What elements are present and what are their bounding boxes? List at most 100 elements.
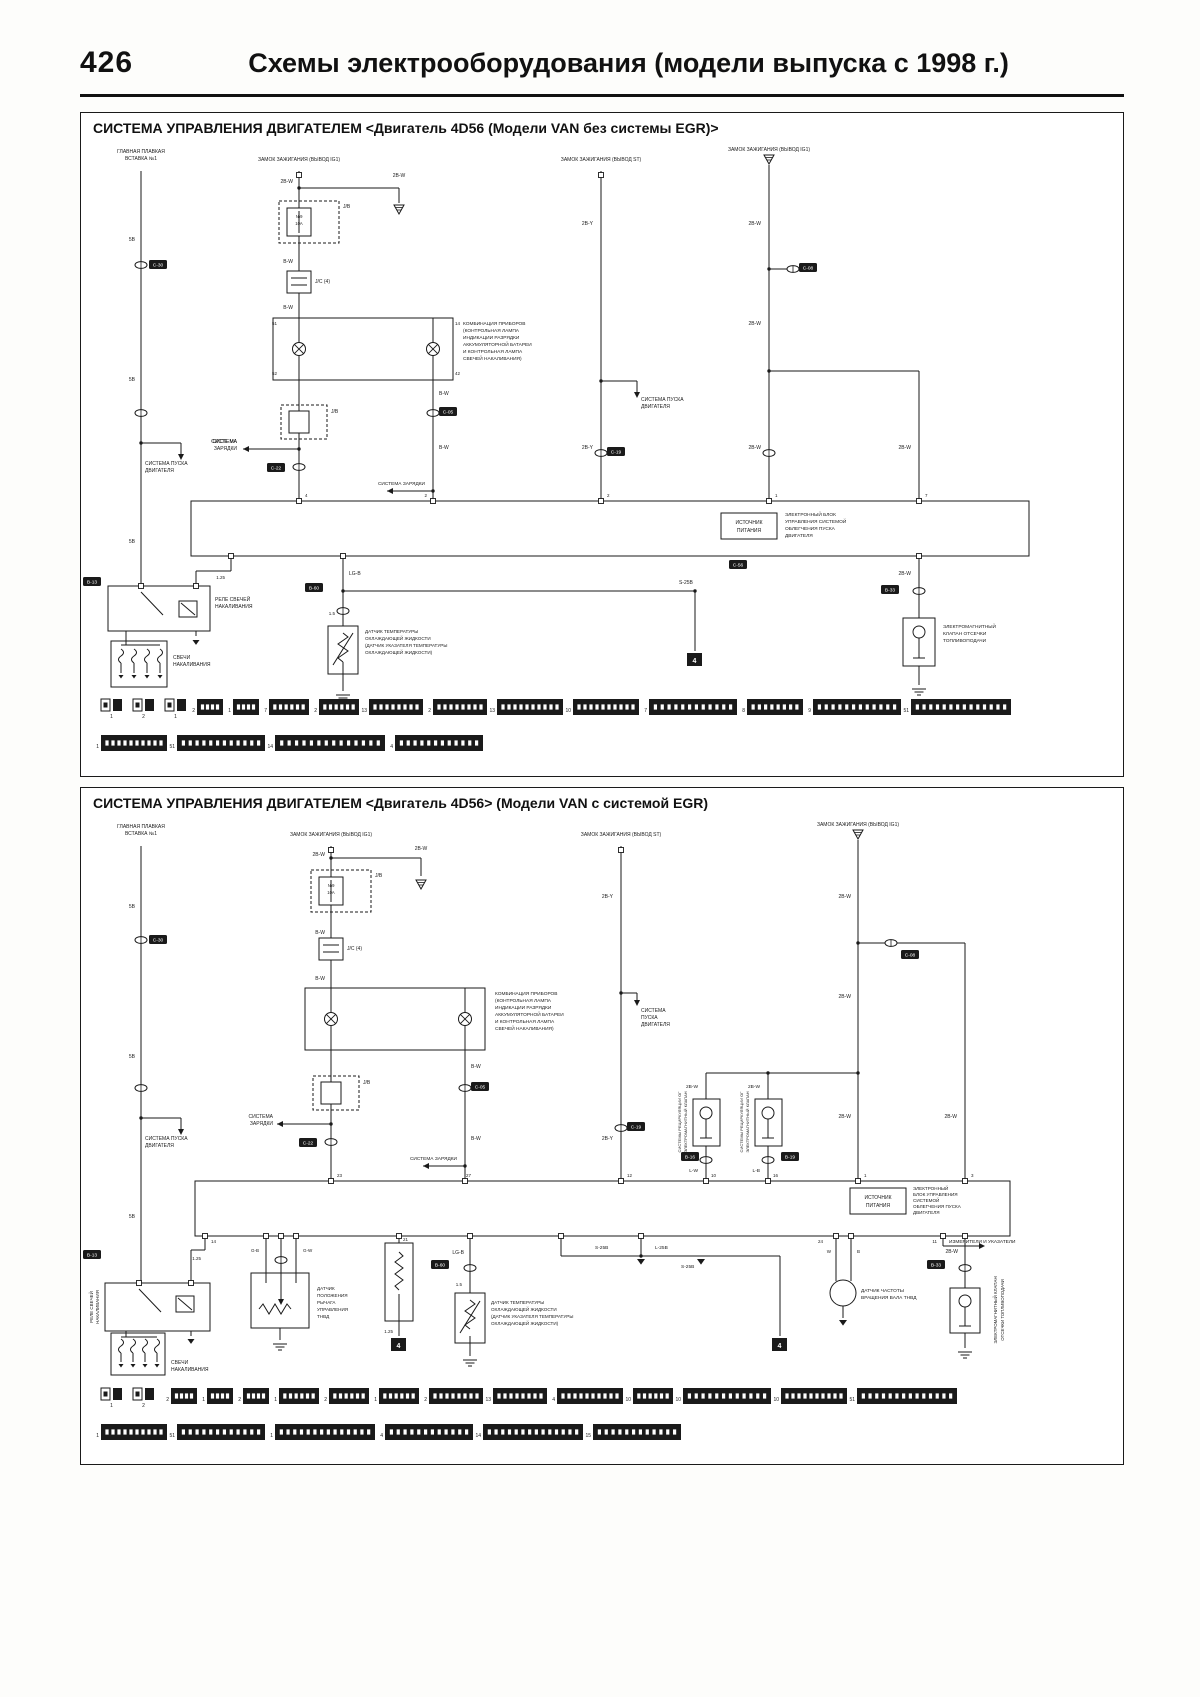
diagram-label: УПРАВЛЕНИЯ: [317, 1307, 348, 1312]
pin-icon: [833, 1233, 839, 1239]
connector-id-label: C-05: [475, 1085, 486, 1091]
connector-pin: [451, 1429, 455, 1435]
diagram-label: ОБЛЕГЧЕНИЯ ПУСКА: [913, 1204, 962, 1209]
diagram-label: 1.5: [329, 611, 336, 616]
connector-pin: [902, 1393, 906, 1399]
connector-pin: [135, 740, 139, 746]
diagram-label: ПОЛОЖЕНИЯ: [317, 1293, 348, 1298]
connector-pin: [147, 1429, 151, 1435]
diagram-label: СИСТЕМА ЗАРЯДКИ: [410, 1156, 458, 1162]
diagram-label: СИСТЕМА ПУСКА: [641, 397, 684, 403]
connector-id-label: B-60: [309, 586, 319, 592]
connector-pin: [340, 704, 344, 710]
connector-id-tag: [927, 1260, 945, 1269]
diagram-label: 10A: [327, 890, 335, 895]
connector-pin: [474, 740, 479, 746]
multi-pin-connector: [279, 1388, 319, 1404]
connector-pin: [514, 1429, 518, 1435]
connector-pin: [350, 1393, 354, 1399]
diagram-label: B-W: [283, 259, 293, 265]
connector-pin: [351, 704, 355, 710]
connector-id-label: C-05: [443, 410, 454, 416]
diagram-label: ЗАМОК ЗАЖИГАНИЯ (ВЫВОД IG1): [728, 147, 810, 153]
diagram-label: 14: [211, 1239, 217, 1244]
junction-connector-box: [288, 410, 310, 434]
connector-number: 1: [174, 714, 177, 720]
connector-id-label: B-60: [435, 1263, 445, 1269]
junction-dot: [766, 1071, 770, 1075]
pin-icon: [138, 583, 144, 589]
connector-pin: [618, 1429, 622, 1435]
connector-pin: [541, 1429, 545, 1435]
connector-number: 8: [742, 708, 745, 714]
connector-pin: [549, 704, 553, 710]
diagram-label: J/B: [343, 204, 351, 210]
connector-pin: [229, 1429, 233, 1435]
connector-pin: [521, 1393, 525, 1399]
pin-icon: [430, 498, 436, 504]
diagram-label: W: [827, 1249, 832, 1254]
connector-pin: [236, 704, 241, 710]
diagram-label: СИСТЕМЫ РЕЦИРКУЛЯЦИИ ОГ: [739, 1091, 744, 1153]
diagram-label: ЭЛЕКТРОМАГНИТНЫЙ КЛАПАН: [683, 1091, 688, 1152]
component-symbol: [258, 1303, 292, 1315]
junction-connector-box: [320, 1081, 342, 1105]
connector-number: 1: [110, 1403, 113, 1409]
diagram-label: L-25B: [655, 1245, 668, 1251]
junction-dot: [856, 941, 860, 945]
connector-id-tag: [439, 407, 457, 416]
diagram-label: АККУМУЛЯТОРНОЙ БАТАРЕИ: [495, 1010, 564, 1018]
connector-pin: [942, 1393, 946, 1399]
diagram-label: ДВИГАТЕЛЯ: [785, 533, 813, 539]
diagram-label: J/C (4): [347, 946, 362, 952]
diagram-label: ОБЛЕГЧЕНИЯ ПУСКА: [785, 526, 836, 532]
connector-pin: [908, 1393, 912, 1399]
diagram-label: LG-B: [349, 571, 361, 577]
connector-pin: [507, 704, 511, 710]
pin-icon: [618, 1178, 624, 1184]
connector-pin: [762, 1393, 767, 1399]
connector-pin: [782, 704, 786, 710]
connector-id-label: B-16: [685, 1155, 695, 1161]
connector-id-label: B-33: [885, 588, 895, 594]
pin-icon: [328, 847, 334, 853]
power-source-box: [720, 512, 778, 540]
diagram-label: ВРАЩЕНИЯ ВАЛА ТНВД: [861, 1295, 917, 1301]
diagram-label: 2B-W: [313, 852, 326, 858]
connector-pin: [159, 740, 163, 746]
connector-pin: [179, 1393, 184, 1399]
multi-pin-connector: [911, 699, 1011, 715]
connector-pin: [293, 1429, 297, 1435]
connector-pin: [294, 1393, 298, 1399]
pin-icon: [462, 1178, 468, 1184]
diagram-label: 2B-W: [393, 173, 406, 179]
connector-pin: [222, 740, 227, 746]
multi-pin-connector: [101, 735, 167, 751]
connector-pin: [286, 1429, 290, 1435]
indicator-lamp-icon: [294, 344, 304, 354]
connector-pin: [284, 704, 288, 710]
pin-icon: [328, 1178, 334, 1184]
multi-pin-connector: [385, 1424, 473, 1440]
connector-number: 51: [169, 744, 175, 750]
diagram-label: 1.25: [216, 575, 225, 580]
diagram-label: 2B-W: [946, 1249, 959, 1255]
connector-number: 2: [192, 708, 195, 714]
connector-pin: [595, 704, 599, 710]
connector-pin: [548, 1429, 552, 1435]
connector-pin: [642, 1393, 647, 1399]
diagram-label: B-W: [471, 1064, 481, 1070]
multi-pin-connector: [233, 699, 259, 715]
diagram-label: №9: [328, 883, 335, 888]
connector-id-label: C-22: [303, 1141, 314, 1147]
multi-pin-connector: [329, 1388, 369, 1404]
connector-pin: [631, 704, 635, 710]
connector-pin: [153, 740, 157, 746]
junction-dot: [693, 589, 697, 593]
connector-pin: [324, 740, 328, 746]
diagram-label: 5B: [129, 539, 136, 545]
connector-pin: [839, 1393, 843, 1399]
chassis-ground-icon: [142, 1364, 148, 1368]
connector-pin: [942, 704, 946, 710]
connector-id-tag: [471, 1082, 489, 1091]
